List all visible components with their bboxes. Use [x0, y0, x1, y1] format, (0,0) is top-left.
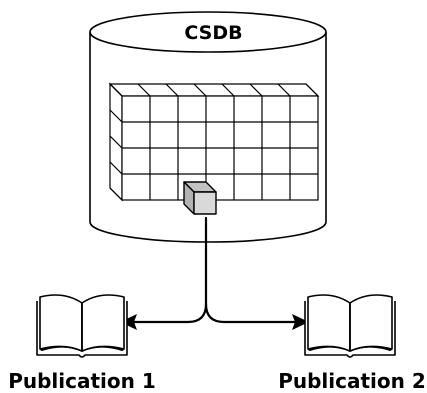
open-book-icon — [304, 294, 396, 358]
grid-line — [109, 109, 123, 123]
database-label: CSDB — [184, 22, 243, 44]
selected-data-module-icon — [183, 181, 217, 215]
grid-line — [193, 83, 207, 97]
data-module-grid — [108, 82, 320, 215]
grid-line — [109, 83, 123, 97]
book-pages-right — [81, 294, 125, 352]
connector-branch — [204, 302, 298, 324]
grid-line — [277, 83, 291, 97]
open-book-icon — [36, 294, 128, 358]
grid-line — [249, 83, 263, 97]
grid-line — [109, 161, 123, 175]
connector-lines — [132, 216, 298, 324]
book-pages-left — [307, 294, 351, 352]
grid-line — [137, 83, 151, 97]
grid-line — [109, 187, 123, 201]
grid-line — [221, 83, 235, 97]
grid-line — [305, 83, 319, 97]
cylinder-top — [89, 11, 327, 53]
selected-cube-front — [193, 191, 217, 215]
grid-line — [165, 83, 179, 97]
arrow-left-icon — [120, 314, 137, 330]
arrowheads — [120, 314, 309, 330]
book-pages-right — [349, 294, 393, 352]
arrow-right-icon — [292, 314, 309, 330]
publication-2-label: Publication 2 — [278, 369, 426, 393]
publication-1-label: Publication 1 — [8, 369, 156, 393]
grid-line — [109, 135, 123, 149]
grid-top-face — [108, 83, 320, 97]
book-pages-left — [39, 294, 83, 352]
